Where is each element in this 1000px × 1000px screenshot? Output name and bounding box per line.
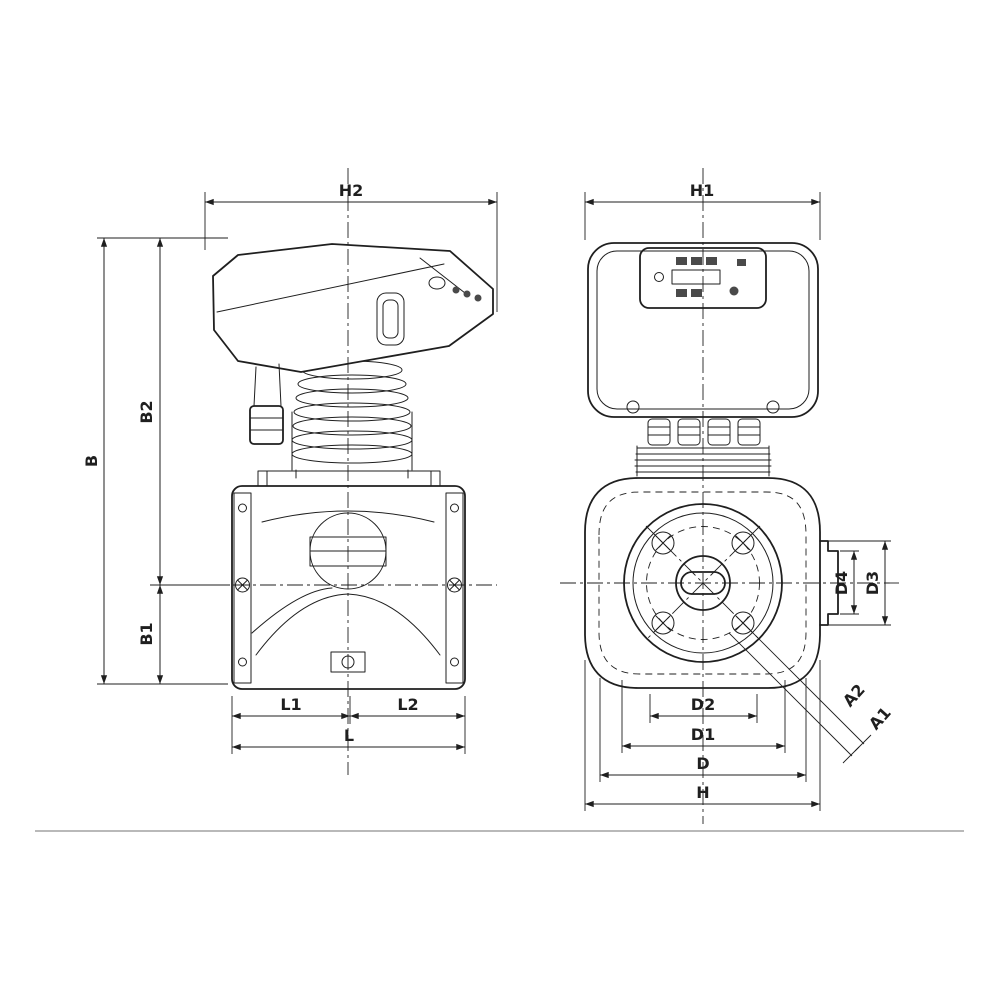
dim-h2: H2 (204, 181, 498, 312)
dimensions: H2 H1 B B2 B1 L1 L2 (82, 181, 895, 811)
label-b1: B1 (137, 622, 156, 645)
flange-bolts-side (235, 503, 462, 667)
dim-d1: D1 (621, 680, 786, 753)
label-l2: L2 (397, 695, 418, 714)
display-segment-icon (676, 257, 687, 265)
display-segment-icon (737, 259, 746, 266)
lcd-window-icon (671, 269, 721, 285)
label-d3: D3 (863, 571, 882, 595)
dim-b: B (82, 237, 228, 685)
label-b2: B2 (137, 400, 156, 423)
label-h1: H1 (690, 181, 715, 200)
button-icon (452, 286, 460, 294)
label-l1: L1 (280, 695, 301, 714)
dim-l: L (232, 726, 465, 751)
display-segment-icon (706, 257, 717, 265)
dim-d2: D2 (649, 694, 758, 723)
display-segment-icon (691, 257, 702, 265)
drain-plug-icon (330, 651, 366, 673)
dim-l2: L2 (350, 695, 466, 754)
label-h2: H2 (339, 181, 364, 200)
side-view (212, 243, 494, 690)
control-head-side (212, 243, 494, 445)
label-b: B (82, 455, 101, 467)
push-button-icon (729, 286, 739, 296)
display-segment-icon (676, 289, 687, 297)
dim-h: H (584, 660, 821, 811)
dim-d: D (599, 678, 807, 782)
dim-h1: H1 (584, 181, 821, 240)
button-icon (474, 294, 482, 302)
label-h: H (696, 783, 709, 802)
cover-screw-icon (626, 400, 640, 414)
dim-d4: D4 (832, 550, 859, 615)
dim-b1: B1 (137, 585, 164, 684)
cooling-fins-side-icon (291, 360, 413, 479)
flange-left (233, 492, 252, 684)
display-segment-icon (691, 289, 702, 297)
side-port-stub (819, 540, 839, 626)
label-d: D (696, 754, 709, 773)
label-a2: A2 (839, 680, 869, 710)
label-d1: D1 (691, 725, 715, 744)
status-led-icon (654, 272, 664, 282)
flange-right (445, 492, 464, 684)
label-a1: A1 (865, 703, 895, 733)
cover-screw-icon (766, 400, 780, 414)
dim-l1: L1 (231, 695, 351, 754)
pump-housing-side (231, 470, 466, 690)
label-d2: D2 (691, 695, 715, 714)
front-view (584, 242, 839, 689)
button-icon (463, 290, 471, 298)
label-l: L (344, 726, 354, 745)
indicator-window-icon (428, 276, 446, 290)
terminal-plug-icon (249, 405, 284, 445)
label-d4: D4 (832, 571, 851, 595)
dim-d3: D3 (824, 540, 891, 626)
dim-b2: B2 (137, 238, 230, 586)
connector-slot-icon (376, 292, 405, 346)
